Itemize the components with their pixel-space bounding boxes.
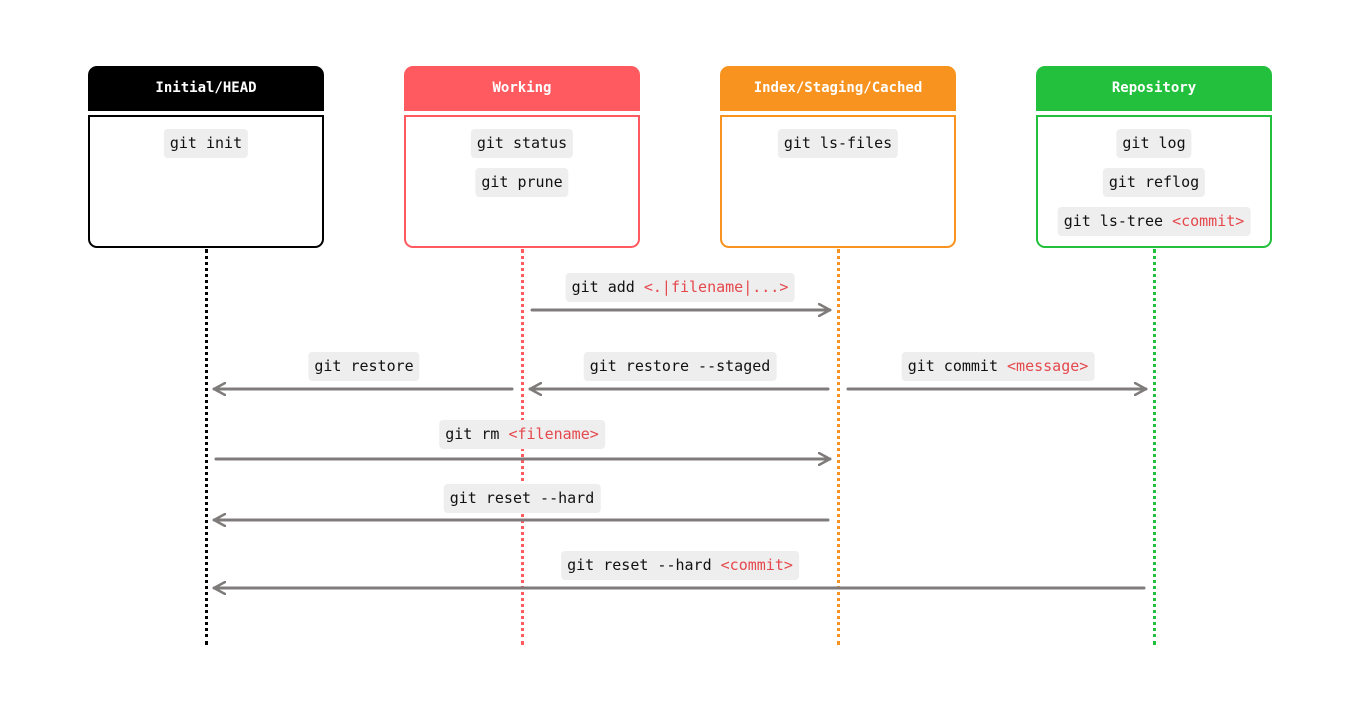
transition-label-git-commit: git commit <message>	[901, 352, 1095, 381]
lane-command-git-status: git status	[470, 129, 574, 158]
transition-label-git-reset-hard-commit: git reset --hard <commit>	[561, 551, 799, 580]
transition-label-git-rm: git rm <filename>	[439, 420, 605, 449]
lane-command-git-ls-files: git ls-files	[777, 129, 899, 158]
lane-header-staging: Index/Staging/Cached	[720, 66, 956, 111]
lane-command-git-ls-tree: git ls-tree <commit>	[1057, 207, 1251, 236]
lane-line-repository	[1153, 249, 1156, 645]
transition-label-git-restore-staged: git restore --staged	[583, 352, 777, 381]
lane-line-initial	[205, 249, 208, 645]
lane-command-git-log: git log	[1116, 129, 1192, 158]
lane-command-git-prune: git prune	[475, 168, 569, 197]
lane-line-staging	[837, 249, 840, 645]
lane-header-initial: Initial/HEAD	[88, 66, 324, 111]
lane-header-repository: Repository	[1036, 66, 1272, 111]
lane-command-git-init: git init	[163, 129, 249, 158]
lane-command-git-reflog: git reflog	[1102, 168, 1206, 197]
lane-header-working: Working	[404, 66, 640, 111]
transition-label-git-reset-hard: git reset --hard	[443, 484, 601, 513]
transition-label-git-restore: git restore	[308, 352, 420, 381]
transition-label-git-add: git add <.|filename|...>	[565, 273, 795, 302]
